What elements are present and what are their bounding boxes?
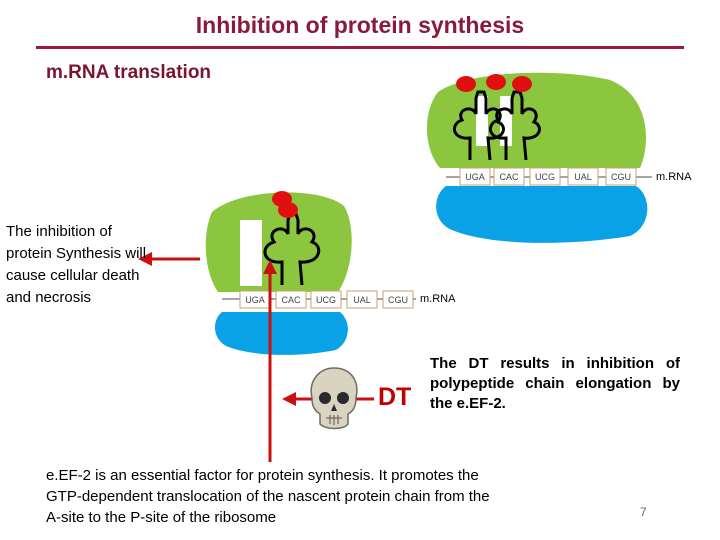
top-mrna-label: m.RNA xyxy=(656,171,692,183)
bottom-note-text: e.EF-2 is an essential factor for protei… xyxy=(46,467,490,526)
top-amino-acid-2 xyxy=(486,74,506,90)
bottom-codon-2: CAC xyxy=(281,295,301,305)
right-note-text: The DT results in inhibition of polypept… xyxy=(430,355,680,412)
top-codon-5: CGU xyxy=(611,172,631,182)
top-codon-3: UCG xyxy=(535,172,555,182)
top-ribosome: UGA CAC UCG UAL CGU m.RNA xyxy=(426,72,692,243)
bottom-codon-1: UGA xyxy=(245,295,265,305)
skull-icon xyxy=(310,367,358,430)
top-codon-1: UGA xyxy=(465,172,485,182)
bottom-codon-5: CGU xyxy=(388,295,408,305)
top-codon-2: CAC xyxy=(499,172,519,182)
title-divider xyxy=(36,46,684,49)
top-codon-4: UAL xyxy=(574,172,592,182)
top-small-subunit xyxy=(436,186,648,243)
bottom-codon-3: UCG xyxy=(316,295,336,305)
bottom-codons: UGA CAC UCG UAL CGU xyxy=(239,290,414,309)
top-trna-1 xyxy=(453,90,505,161)
top-amino-acid-1 xyxy=(456,76,476,92)
page-title: Inhibition of protein synthesis xyxy=(195,12,525,38)
bottom-codon-4: UAL xyxy=(353,295,371,305)
bottom-small-subunit xyxy=(214,312,348,355)
top-codons: UGA CAC UCG UAL CGU xyxy=(459,167,637,186)
top-amino-acid-3 xyxy=(512,76,532,92)
bottom-ribosome: UGA CAC UCG UAL CGU m.RNA xyxy=(205,191,456,355)
bottom-mrna-label: m.RNA xyxy=(420,293,456,305)
top-trna-2 xyxy=(489,90,541,161)
section-subtitle: m.RNA translation xyxy=(46,62,212,83)
dt-label: DT xyxy=(378,383,412,411)
bottom-amino-acid-2 xyxy=(278,202,298,218)
left-note-text: The inhibition of protein Synthesis will… xyxy=(6,223,147,306)
page-number: 7 xyxy=(640,505,647,519)
